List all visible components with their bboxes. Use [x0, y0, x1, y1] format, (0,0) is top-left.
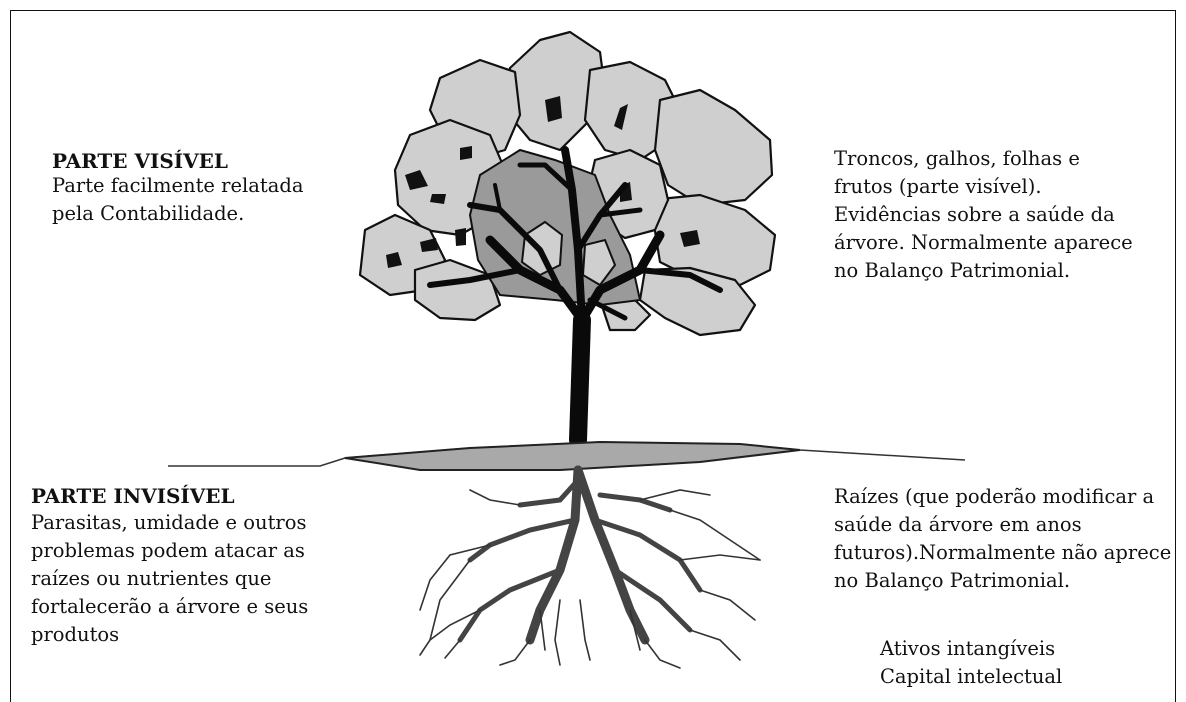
intangible-assets-note: Ativos intangíveis Capital intelectual	[880, 635, 1062, 691]
invisible-part-description: Parasitas, umidade e outros problemas po…	[31, 509, 308, 649]
visible-part-title: PARTE VISÍVEL	[52, 147, 228, 175]
tree-roots	[420, 470, 760, 668]
leaf-clump	[655, 90, 772, 205]
visible-part-description: Parte facilmente relatada pela Contabili…	[52, 172, 303, 228]
roots-explanation: Raízes (que poderão modificar a saúde da…	[834, 483, 1171, 595]
invisible-part-title: PARTE INVISÍVEL	[31, 482, 235, 510]
fruit	[545, 96, 562, 122]
visible-part-explanation: Troncos, galhos, folhas e frutos (parte …	[834, 145, 1133, 285]
fruit	[455, 228, 466, 246]
ground-surface	[168, 442, 965, 470]
fruit	[460, 146, 472, 160]
